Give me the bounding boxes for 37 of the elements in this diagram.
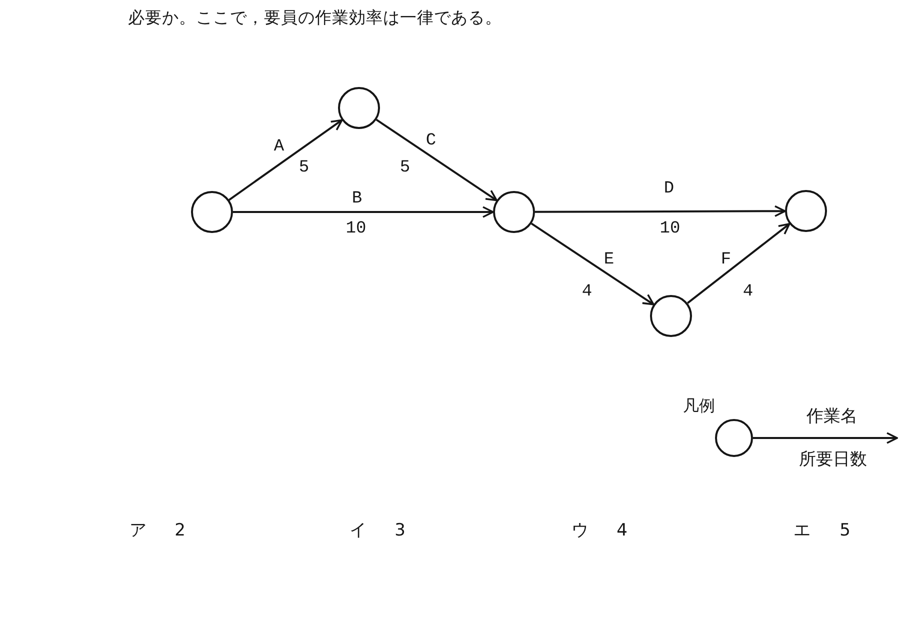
choice-letter: ア (130, 522, 146, 540)
choice-value: 4 (616, 522, 628, 540)
choice-value: 2 (174, 522, 186, 540)
duration-label: 4 (582, 284, 592, 300)
activity-label: E (604, 252, 614, 268)
arrow (233, 206, 494, 218)
arrow (535, 205, 786, 218)
event-circle (650, 295, 692, 337)
arrow (228, 119, 343, 201)
activity-label: C (426, 132, 436, 150)
event-circle (715, 419, 753, 457)
activity-label: D (664, 180, 674, 198)
arrow (753, 432, 898, 444)
duration-label: 10 (660, 220, 680, 238)
duration-label: 10 (346, 220, 366, 238)
event-circle (338, 87, 380, 129)
arrow (686, 223, 790, 304)
duration-label: 5 (400, 160, 410, 176)
event-circle (493, 191, 535, 233)
choice-letter: エ (794, 522, 810, 540)
edge-label: 作業名 (806, 408, 858, 426)
activity-label: F (720, 252, 732, 268)
choice-letter: イ (350, 522, 366, 540)
legend-heading: 凡例 (683, 398, 715, 414)
duration-label: 4 (742, 284, 754, 300)
choice-value: 3 (394, 522, 406, 540)
arrow (530, 222, 654, 306)
arrow (376, 118, 498, 202)
activity-label: B (352, 190, 362, 208)
choice-value: 5 (840, 522, 850, 540)
duration-caption: 所要日数 (799, 452, 867, 468)
activity-label: A (274, 138, 284, 156)
duration-label: 5 (298, 160, 310, 176)
question-text: 必要か。ここで，要員の作業効率は一律である。 (128, 8, 502, 28)
choice-letter: ウ (572, 522, 588, 540)
event-circle (785, 190, 827, 232)
event-circle (191, 191, 233, 233)
